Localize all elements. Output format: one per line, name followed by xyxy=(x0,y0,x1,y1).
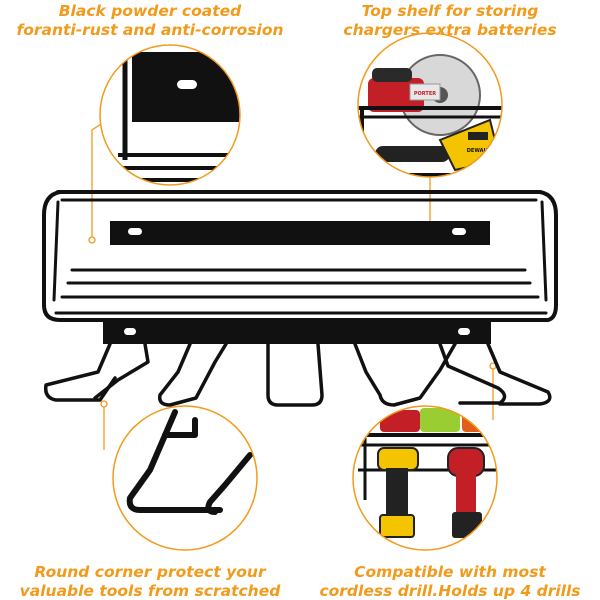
zoom-circle-round-corner xyxy=(112,405,258,551)
caption-powder-coated: Black powder coated foranti-rust and ant… xyxy=(0,2,300,40)
blower-brand-label: DEWALT xyxy=(467,148,490,154)
shelf-wall-plate xyxy=(110,221,490,245)
saw-brand-label: PORTER xyxy=(414,91,436,97)
caption-round-corner-line1: Round corner protect your xyxy=(34,563,266,581)
callout-dot-top-left xyxy=(88,236,96,244)
yellow-drill-icon xyxy=(377,447,419,538)
caption-round-corner: Round corner protect your valuable tools… xyxy=(0,563,300,600)
holder-slot-left xyxy=(124,328,136,335)
zoom-circle-top-shelf: PORTER DEWALT xyxy=(357,32,503,178)
blower-tube-icon xyxy=(375,146,450,162)
zoom-circle-drills xyxy=(352,405,498,551)
drill-holder xyxy=(43,322,552,407)
holder-slot-right xyxy=(458,328,470,335)
caption-top-shelf-line1: Top shelf for storing xyxy=(361,2,539,20)
caption-compatible-drills: Compatible with most cordless drill.Hold… xyxy=(300,563,600,600)
caption-compatible-drills-line1: Compatible with most xyxy=(354,563,546,581)
red-drill-icon xyxy=(447,447,485,538)
plate-slot-right xyxy=(452,228,466,235)
top-shelf xyxy=(42,190,558,322)
caption-powder-coated-line2: foranti-rust and anti-corrosion xyxy=(16,21,284,39)
caption-compatible-drills-line2: cordless drill.Holds up 4 drills xyxy=(319,582,581,600)
holder-wall-plate xyxy=(103,322,491,344)
caption-top-shelf: Top shelf for storing chargers extra bat… xyxy=(300,2,600,40)
plate-slot-left xyxy=(128,228,142,235)
callout-dot-bottom-left xyxy=(100,400,108,408)
caption-top-shelf-line2: chargers extra batteries xyxy=(343,21,557,39)
zoom-circle-powder-coat xyxy=(99,44,241,186)
rounded-hook-closeup-icon xyxy=(126,409,253,515)
caption-powder-coated-line1: Black powder coated xyxy=(58,2,242,20)
caption-round-corner-line2: valuable tools from scratched xyxy=(19,582,281,600)
